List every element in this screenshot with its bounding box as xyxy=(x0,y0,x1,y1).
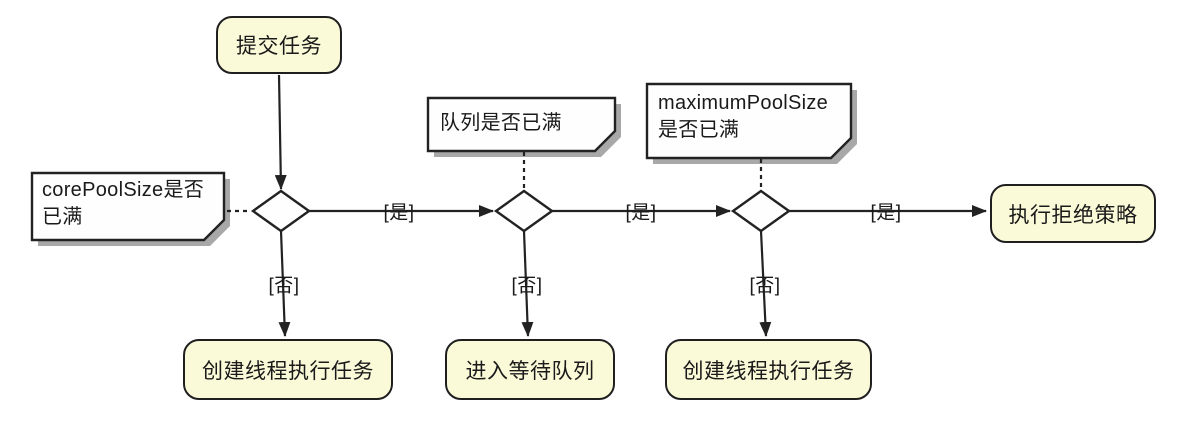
note-queue-full-line1: 队列是否已满 xyxy=(440,112,562,134)
edge-decision3-to-create2 xyxy=(759,230,772,337)
decision1-core-pool-diamond xyxy=(250,189,312,233)
activity-node-execute-reject-policy: 执行拒绝策略 xyxy=(990,184,1156,243)
note-maximum-pool-size-shape xyxy=(645,82,853,160)
note-core-pool-size-line2: 已满 xyxy=(42,206,83,228)
edge-label-yes-2: [是] xyxy=(625,202,657,224)
note-queue-full: 队列是否已满 xyxy=(440,110,562,137)
edge-label-no-1: [否] xyxy=(268,275,300,297)
edge-decision1-to-create1 xyxy=(278,230,291,337)
edge-submit-to-decision1 xyxy=(274,74,287,190)
decision3-max-pool-diamond xyxy=(730,189,792,233)
note-core-pool-size: corePoolSize是否 已满 xyxy=(42,177,204,231)
activity-node-create-thread-2: 创建线程执行任务 xyxy=(665,339,872,400)
edge-decision2-to-queue xyxy=(521,230,534,337)
edge-label-no-3: [否] xyxy=(749,275,781,297)
note-core-pool-size-shape xyxy=(30,171,226,242)
edge-label-yes-3: [是] xyxy=(870,202,902,224)
note-core-pool-size-line1: corePoolSize是否 xyxy=(42,179,205,201)
note-maximum-pool-size: maximumPoolSize 是否已满 xyxy=(658,90,828,144)
note-maximum-pool-size-line1: maximumPoolSize xyxy=(658,92,829,114)
activity-node-create-thread-1: 创建线程执行任务 xyxy=(183,339,393,400)
note-maximum-pool-size-line2: 是否已满 xyxy=(658,119,740,141)
activity-node-enter-wait-queue: 进入等待队列 xyxy=(445,339,615,400)
decision2-queue-diamond xyxy=(493,189,555,233)
note-queue-full-shape xyxy=(426,96,617,153)
edge-label-no-2: [否] xyxy=(511,275,543,297)
edge-label-yes-1: [是] xyxy=(383,202,415,224)
activity-node-submit-task: 提交任务 xyxy=(216,16,342,74)
